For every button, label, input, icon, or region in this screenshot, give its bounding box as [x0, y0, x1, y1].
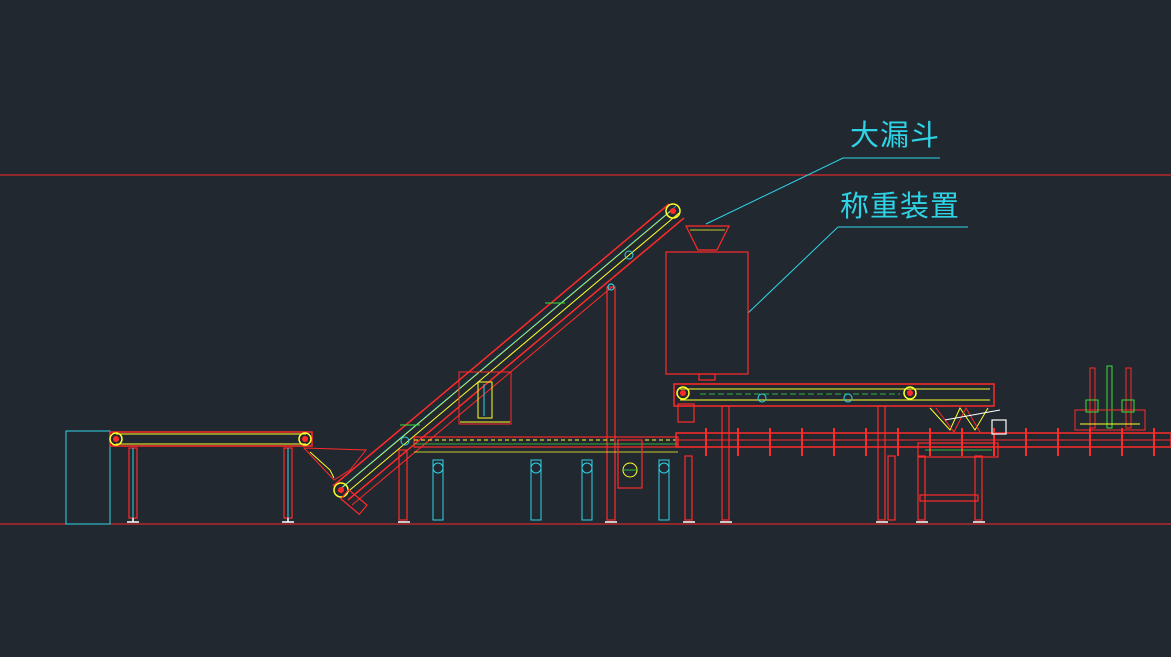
right-conveyor-legs	[683, 405, 985, 523]
middle-conveyor-legs	[432, 459, 670, 521]
big-hopper	[685, 225, 730, 251]
incline-mid-frame	[458, 371, 512, 425]
sealing-unit	[1074, 365, 1146, 431]
weighing-leader-line	[747, 226, 968, 314]
feed-hopper	[302, 447, 368, 481]
left-conveyor	[65, 430, 313, 525]
upper-right-conveyor	[673, 383, 995, 423]
middle-roller-conveyor	[413, 436, 679, 489]
annotation-leaders	[705, 157, 968, 314]
hopper-leader-line	[705, 157, 940, 225]
weighing-device-label: 称重装置	[840, 189, 961, 223]
discharge-chute	[917, 406, 1007, 458]
hopper-label: 大漏斗	[850, 118, 941, 152]
incline-conveyor	[332, 203, 685, 516]
incline-support-column	[398, 283, 617, 523]
weighing-device	[665, 251, 749, 381]
right-roller-conveyor	[675, 428, 1171, 456]
